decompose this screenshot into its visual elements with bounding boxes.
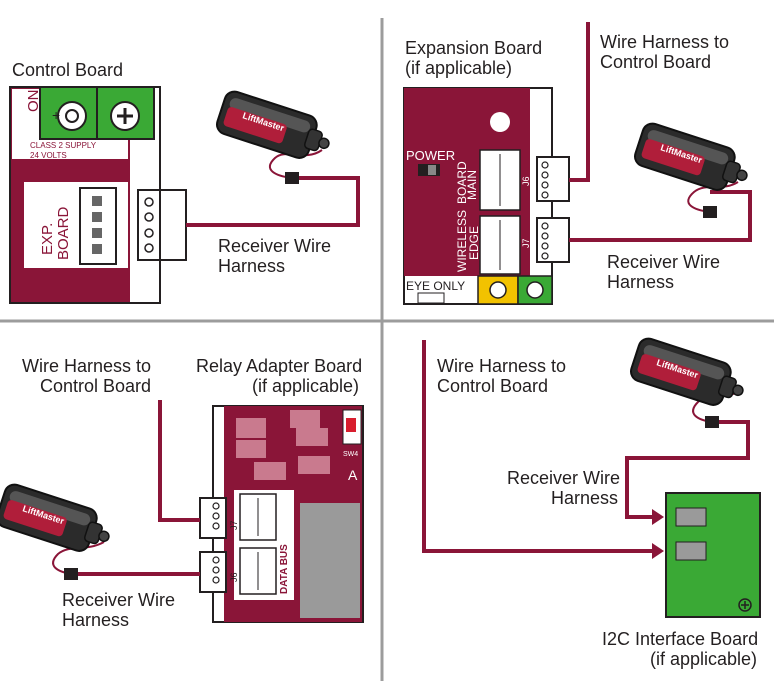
edge-label: EDGE [467, 226, 481, 260]
j7-label: J7 [521, 238, 531, 248]
relay-title-1: Relay Adapter Board [196, 356, 362, 376]
receiver-label-2d: Harness [551, 488, 618, 508]
j6-label-relay: J6 [229, 572, 239, 582]
control-board-title: Control Board [12, 60, 123, 80]
relay-title-2: (if applicable) [252, 376, 359, 396]
sw4-label: SW4 [343, 451, 358, 458]
data-bus-label: DATA BUS [279, 544, 290, 594]
harness-wire-relay [158, 400, 200, 522]
supply-label-1: CLASS 2 SUPPLY [30, 141, 97, 150]
exp-label-1: EXP. [39, 223, 56, 255]
i2c-title-1: I2C Interface Board [602, 629, 758, 649]
expansion-title-1: Expansion Board [405, 38, 542, 58]
receiver-wire-expansion [569, 190, 752, 242]
supply-label-2: 24 VOLTS [30, 151, 67, 160]
on-label: ON [25, 90, 42, 113]
panel-expansion-board: Expansion Board (if applicable) Wire Har… [403, 22, 755, 305]
receiver-label-1d: Receiver Wire [507, 468, 620, 488]
exp-label-2: BOARD [55, 206, 72, 260]
expansion-title-2: (if applicable) [405, 58, 512, 78]
harness-label-2d: Control Board [437, 376, 548, 396]
main-label-2: BOARD [455, 161, 469, 204]
j6-label: J6 [521, 176, 531, 186]
i2c-title-2: (if applicable) [650, 649, 757, 669]
receiver-label-2b: Harness [607, 272, 674, 292]
panel-relay-adapter: Wire Harness to Control Board Relay Adap… [0, 356, 364, 630]
svg-text:+: + [52, 107, 60, 123]
receiver-wire [186, 176, 360, 227]
receiver-wire-i2c [625, 504, 652, 519]
wireless-label: WIRELESS [455, 210, 469, 272]
harness-label-2: Control Board [600, 52, 711, 72]
eye-only-label: EYE ONLY [406, 279, 465, 293]
panel-control-board: Control Board + ON CLASS 2 SUPPLY 24 VOL… [9, 60, 360, 304]
panel-i2c-board: Wire Harness to Control Board Receiver W… [422, 335, 761, 669]
harness-label-1d: Wire Harness to [437, 356, 566, 376]
receiver-label-2c: Harness [62, 610, 129, 630]
j7-label-relay: J7 [229, 520, 239, 530]
receiver-label-1: Receiver Wire [218, 236, 331, 256]
receiver-label-1b: Receiver Wire [607, 252, 720, 272]
harness-label-1c: Wire Harness to [22, 356, 151, 376]
receiver-label-2: Harness [218, 256, 285, 276]
svg-text:A: A [348, 467, 358, 483]
harness-wire [569, 22, 590, 182]
power-label: POWER [406, 148, 455, 163]
receiver-label-1c: Receiver Wire [62, 590, 175, 610]
main-label-1: MAIN [465, 170, 479, 200]
harness-wire-i2c [422, 340, 652, 553]
harness-label-2c: Control Board [40, 376, 151, 396]
harness-label-1: Wire Harness to [600, 32, 729, 52]
